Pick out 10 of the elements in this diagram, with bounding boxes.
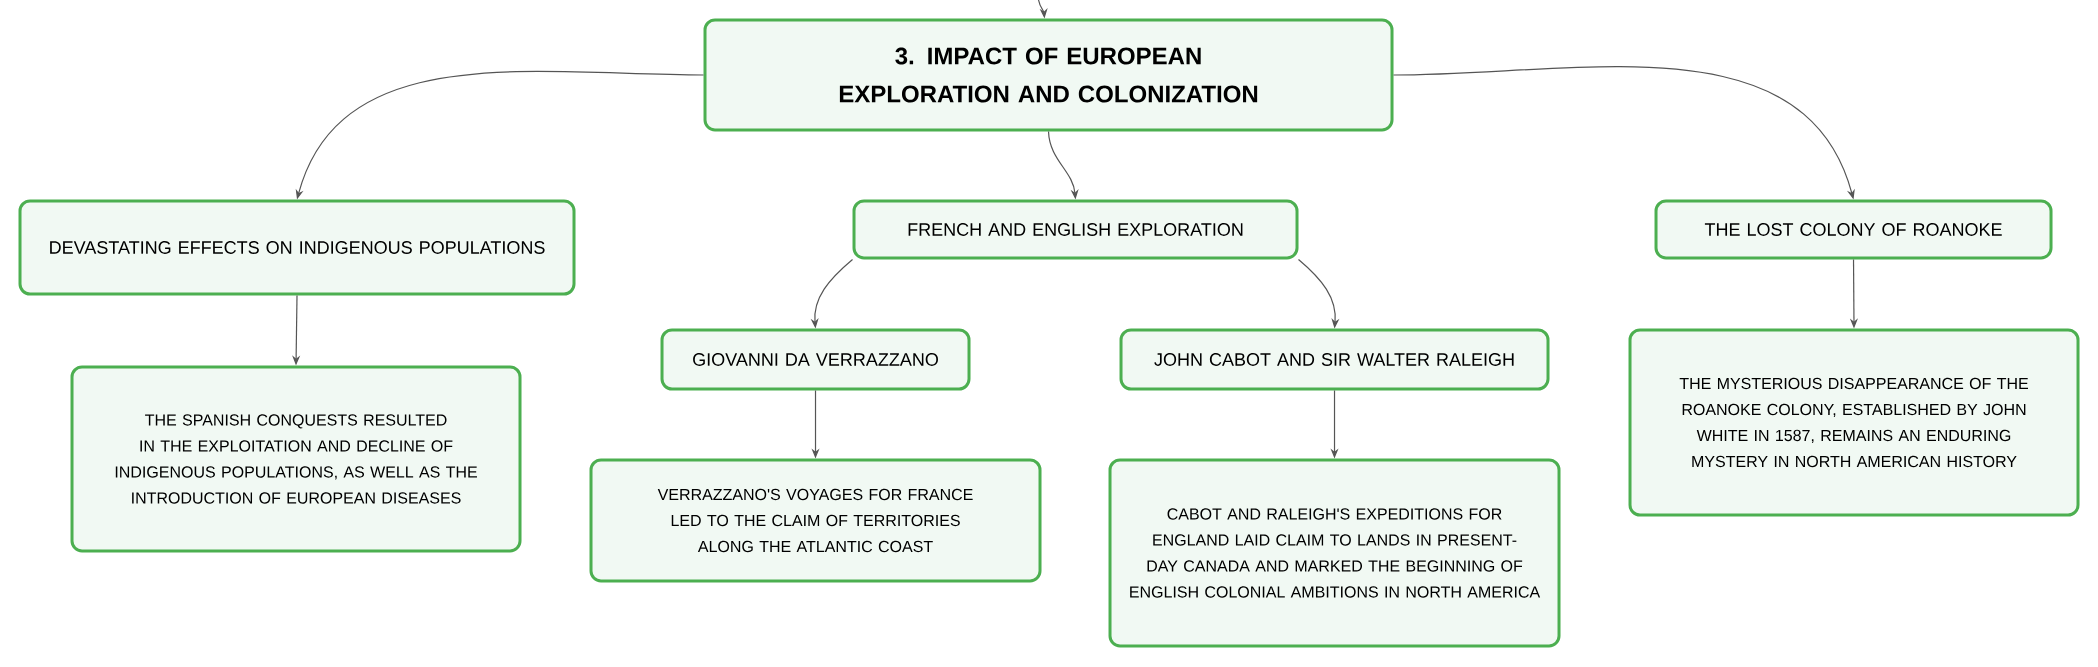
topic-box: THE LOST COLONY OF ROANOKE (1654, 199, 2053, 260)
title-box: 3. IMPACT OF EUROPEAN EXPLORATION AND COLONIZATION (703, 18, 1394, 132)
topic-box: FRENCH AND ENGLISH EXPLORATION (852, 199, 1299, 260)
topic-box: JOHN CABOT AND SIR WALTER RALEIGH (1119, 328, 1550, 391)
description-box: THE MYSTERIOUS DISAPPEARANCE OF THE ROANOKE COLONY, ESTABLISHED BY JOHN WHITE IN 1587, REMAINS AN ENDURING MYSTERY IN NORTH AMERICAN HISTORY (1628, 328, 2080, 517)
description-box: VERRAZZANO'S VOYAGES FOR FRANCE LED TO THE CLAIM OF TERRITORIES ALONG THE ATLANTIC COAST (589, 458, 1042, 583)
topic-box: GIOVANNI DA VERRAZZANO (660, 328, 971, 391)
topic-box: DEVASTATING EFFECTS ON INDIGENOUS POPULATIONS (18, 199, 576, 296)
description-box: CABOT AND RALEIGH'S EXPEDITIONS FOR ENGLAND LAID CLAIM TO LANDS IN PRESENT-DAY CANADA AND MARKED THE BEGINNING OF ENGLISH COLONIAL AMBITIONS IN NORTH AMERICA (1108, 458, 1561, 648)
description-box: THE SPANISH CONQUESTS RESULTED IN THE EXPLOITATION AND DECLINE OF INDIGENOUS POPULATIONS, AS WELL AS THE INTRODUCTION OF EUROPEAN DISEASES (70, 365, 522, 553)
